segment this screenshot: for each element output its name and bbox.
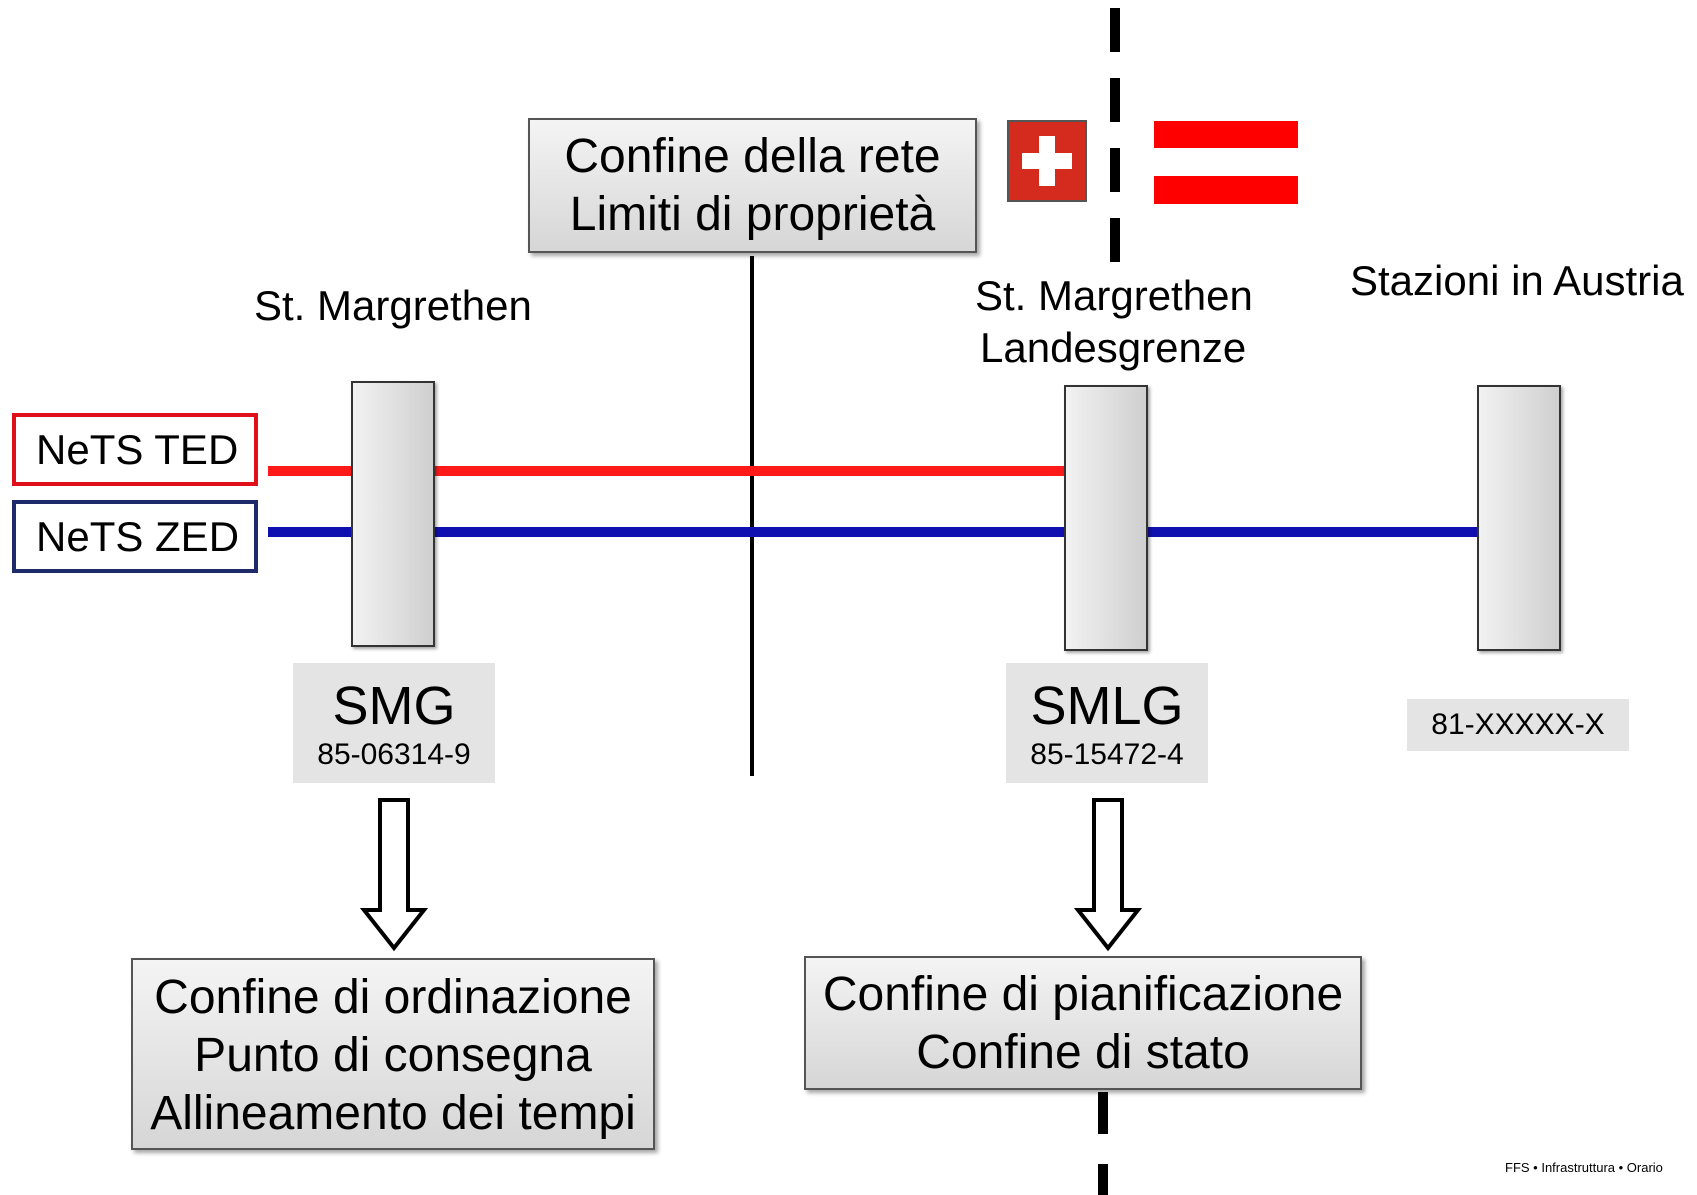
austria-flag-icon	[1154, 121, 1298, 204]
ordering-box-line2: Punto di consegna	[194, 1029, 592, 1082]
legend-zed: NeTS ZED	[12, 500, 258, 573]
smlg-station-label-1: St. Margrethen	[975, 272, 1253, 319]
planning-boundary-box: Confine di pianificazione Confine di sta…	[804, 956, 1362, 1090]
smlg-code: SMLG	[1030, 676, 1184, 736]
ordering-boundary-box: Confine di ordinazione Punto di consegna…	[131, 958, 655, 1150]
smlg-station-tag: SMLG 85-15472-4	[1006, 663, 1208, 783]
arrow-down-icon	[1073, 798, 1143, 952]
network-boundary-box: Confine della rete Limiti di proprietà	[528, 118, 977, 253]
station-block-smlg	[1064, 385, 1148, 651]
footer-text: FFS • Infrastruttura • Orario	[1505, 1160, 1663, 1175]
legend-zed-label: NeTS ZED	[36, 513, 240, 560]
legend-ted: NeTS TED	[12, 413, 258, 486]
network-boundary-line2: Limiti di proprietà	[569, 188, 936, 241]
ordering-box-line3: Allineamento dei tempi	[150, 1087, 636, 1140]
austria-station-tag: 81-XXXXX-X	[1407, 699, 1629, 751]
legend-ted-label: NeTS TED	[36, 426, 239, 473]
smlg-station-label-2: Landesgrenze	[980, 324, 1247, 371]
austria-number: 81-XXXXX-X	[1431, 708, 1605, 741]
smlg-number: 85-15472-4	[1030, 738, 1184, 771]
smg-station-label: St. Margrethen	[254, 282, 532, 329]
smg-number: 85-06314-9	[317, 738, 471, 771]
austria-stations-label: Stazioni in Austria	[1350, 257, 1684, 304]
ordering-box-line1: Confine di ordinazione	[154, 971, 632, 1024]
arrow-down-icon	[359, 798, 429, 952]
swiss-flag-icon	[1007, 120, 1087, 202]
network-boundary-line1: Confine della rete	[564, 130, 941, 183]
smg-code: SMG	[332, 676, 456, 736]
planning-box-line2: Confine di stato	[916, 1026, 1250, 1079]
station-block-austria	[1477, 385, 1561, 651]
station-block-smg	[351, 381, 435, 647]
planning-box-line1: Confine di pianificazione	[822, 968, 1344, 1021]
smg-station-tag: SMG 85-06314-9	[293, 663, 495, 783]
